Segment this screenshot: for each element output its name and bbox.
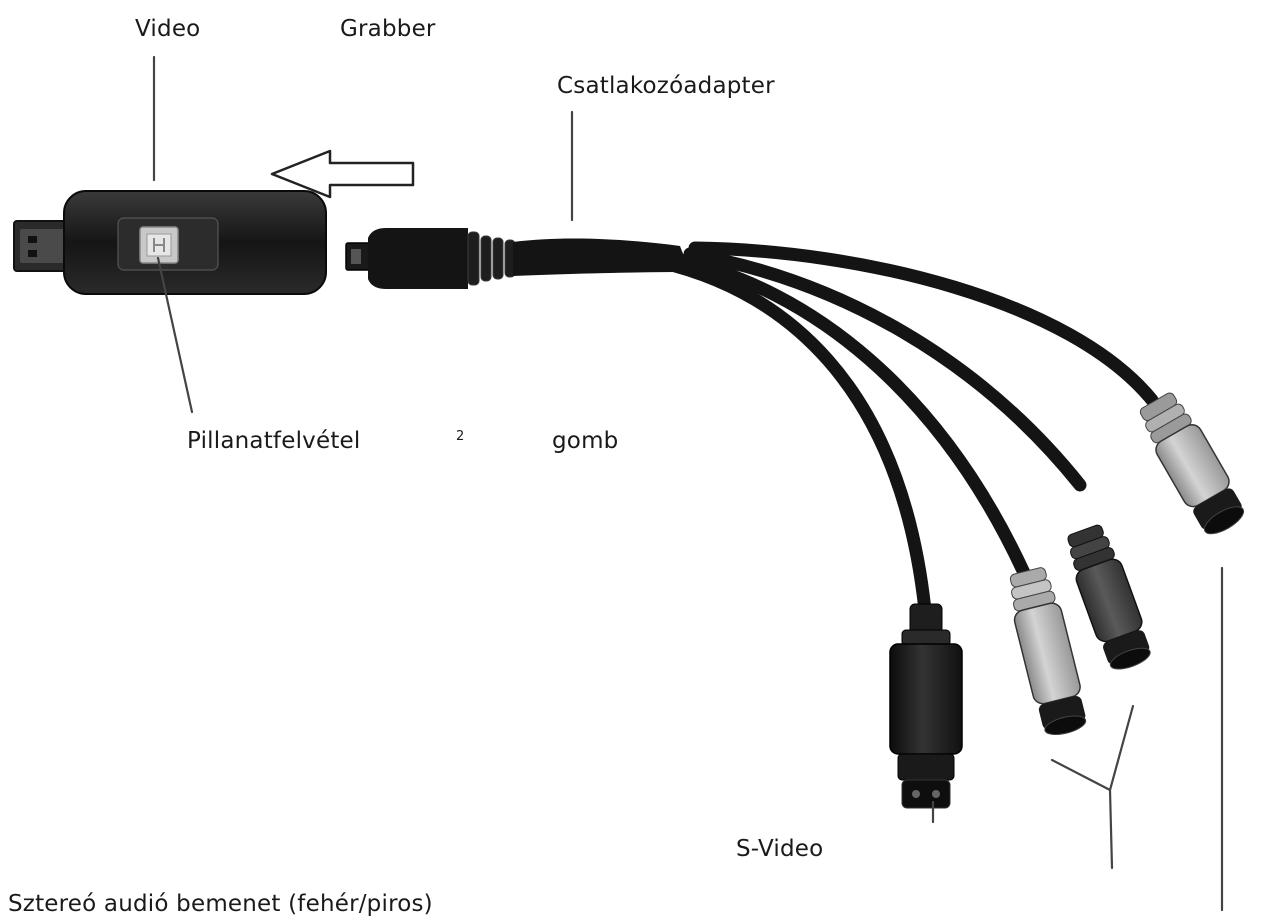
usb-grabber-device (13, 190, 327, 295)
usb-connector (13, 220, 73, 272)
label-stereo-audio-input: Sztereó audió bemenet (fehér/piros) (8, 891, 433, 917)
cable-branch-red (683, 247, 1087, 492)
leader-stereo (1050, 704, 1135, 870)
snapshot-button (139, 226, 179, 264)
svideo-plug (889, 603, 963, 809)
connector-adapter-cable (345, 228, 1159, 617)
leader-snapshot (156, 256, 194, 414)
white-audio-plug (1009, 567, 1087, 736)
label-grabber: Grabber (340, 16, 436, 42)
label-connector-adapter: Csatlakozóadapter (557, 73, 775, 99)
cable-branch-yellow (688, 241, 1159, 407)
leader-lines (152, 55, 1224, 912)
cable-branch-svideo (653, 255, 932, 617)
label-superscript: 2 (456, 429, 465, 444)
label-svideo: S-Video (736, 836, 824, 862)
label-snapshot: Pillanatfelvétel (187, 428, 361, 454)
cable-branch-white (673, 253, 1032, 582)
label-video: Video (135, 16, 201, 42)
insert-arrow (270, 149, 415, 199)
composite-video-plug (1139, 392, 1245, 535)
label-button: gomb (552, 428, 619, 454)
red-audio-plug (1067, 524, 1151, 670)
